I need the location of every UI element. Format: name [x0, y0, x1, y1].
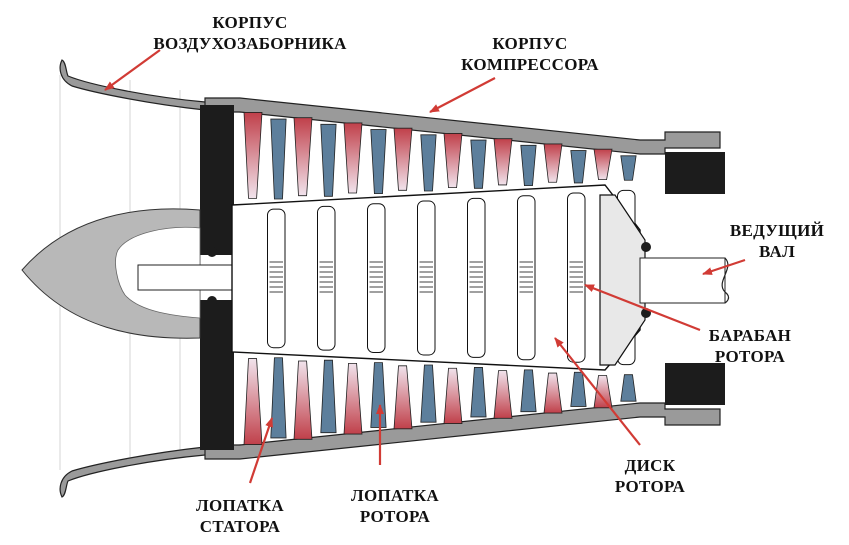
rear-frame-bottom	[665, 363, 725, 405]
rear-frame-top	[665, 152, 725, 194]
rotor-blade-top	[620, 155, 637, 181]
stator-blade-top	[243, 112, 263, 199]
rotor-disk	[467, 197, 486, 358]
stator-blade-bottom	[543, 372, 563, 414]
rear-bearing-ball-top	[641, 242, 651, 252]
rear-bearing-cone	[599, 194, 646, 366]
stator-blade-bottom	[443, 367, 463, 424]
stator-blade-top	[493, 138, 513, 186]
stator-blade-top	[443, 133, 463, 189]
rotor-blade-bottom	[270, 357, 287, 439]
arrow-rotor-drum	[584, 283, 701, 332]
stator-blade-bottom	[493, 370, 513, 419]
drive-shaft-break	[721, 257, 730, 304]
rotor-blade-top	[320, 123, 337, 197]
stator-blade-top	[543, 143, 563, 183]
front-bearing-ball-bottom	[207, 296, 217, 306]
rotor-blade-top	[420, 134, 437, 192]
rotor-blade-bottom	[370, 362, 387, 428]
stator-blade-bottom	[243, 358, 263, 445]
front-bearing-ball-top	[207, 247, 217, 257]
stator-blade-top	[343, 122, 363, 194]
rotor-blade-bottom	[620, 374, 637, 402]
rotor-blade-bottom	[520, 369, 537, 413]
arrow-drive-shaft	[702, 258, 746, 276]
rotor-blade-top	[270, 118, 287, 200]
stator-blade-bottom	[593, 375, 613, 409]
rotor-blade-bottom	[420, 364, 437, 423]
rotor-drum-ribs	[267, 189, 636, 366]
arrow-compressor-casing	[429, 77, 496, 113]
arrow-stator-blade	[248, 417, 274, 484]
rotor-blade-top	[370, 129, 387, 195]
callout-arrows	[104, 49, 746, 484]
stator-blade-top	[293, 117, 313, 197]
rotor-blade-bottom	[470, 367, 487, 418]
rotor-disk	[317, 205, 336, 351]
stator-blade-top	[393, 127, 413, 191]
compressor-casing-bottom	[204, 402, 721, 460]
rotor-disk	[417, 200, 436, 356]
rotor-blade-bottom	[320, 359, 337, 434]
drive-shaft	[639, 257, 726, 304]
rotor-disk	[517, 195, 536, 361]
stator-blade-bottom	[343, 363, 363, 435]
front-shaft	[137, 264, 234, 291]
rotor-disk	[367, 203, 386, 354]
stator-blade-bottom	[393, 365, 413, 430]
rotor-blade-top	[570, 150, 587, 184]
rotor-disk	[267, 208, 286, 349]
arrow-intake-casing	[104, 49, 161, 91]
front-frame-top	[200, 105, 234, 255]
rotor-blade-top	[520, 144, 537, 187]
rotor-disk	[567, 192, 586, 363]
rotor-blade-top	[470, 139, 487, 189]
stator-blade-bottom	[293, 360, 313, 440]
stator-blade-top	[593, 148, 613, 180]
front-frame-bottom	[200, 300, 234, 450]
blade-rows	[243, 112, 637, 445]
arrow-rotor-disk	[554, 337, 641, 446]
compressor-casing-top	[204, 97, 721, 155]
rotor-blade-bottom	[570, 371, 587, 407]
